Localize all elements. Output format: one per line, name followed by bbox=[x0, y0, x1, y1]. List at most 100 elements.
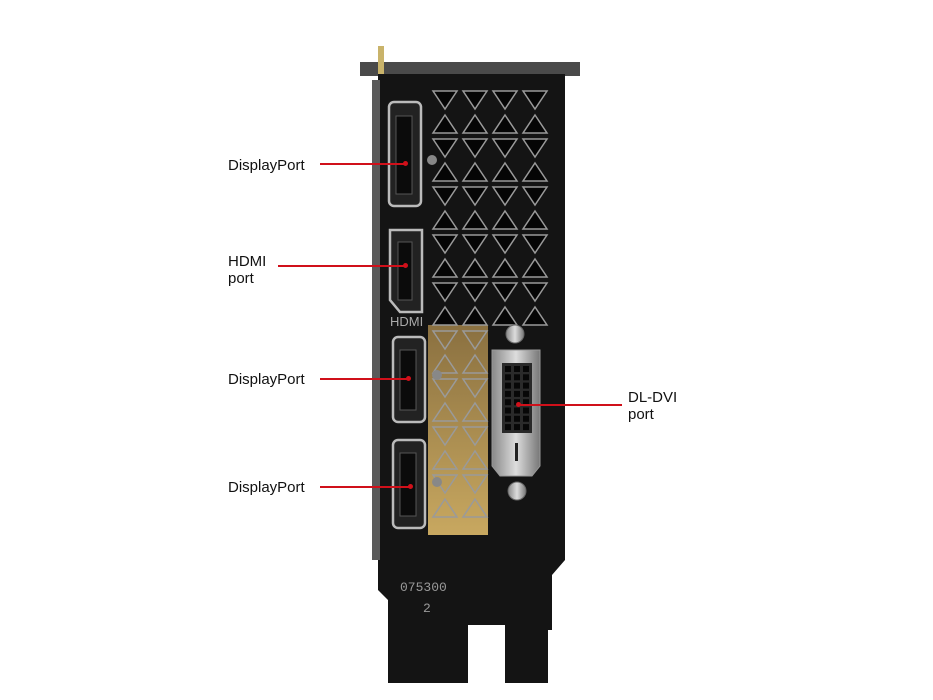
dvi-pin bbox=[523, 407, 529, 414]
vent-triangle bbox=[431, 282, 459, 303]
vent-triangle bbox=[461, 282, 489, 303]
vent-triangle bbox=[461, 449, 489, 470]
vent-triangle bbox=[431, 426, 459, 447]
label-dvi-line1: DL-DVI bbox=[628, 389, 678, 406]
vent-triangle bbox=[431, 378, 459, 399]
dvi-pin bbox=[514, 374, 520, 381]
callout-dot bbox=[516, 402, 521, 407]
vent-triangle bbox=[521, 305, 549, 326]
vent-triangle bbox=[431, 401, 459, 422]
label-dvi-line2: port bbox=[628, 406, 654, 423]
dvi-pin bbox=[514, 424, 520, 431]
dvi-pin bbox=[514, 382, 520, 389]
vent-triangle bbox=[431, 257, 459, 278]
vent-triangle bbox=[461, 330, 489, 351]
dvi-pin bbox=[523, 374, 529, 381]
vent-triangle bbox=[431, 497, 459, 518]
vent-triangle bbox=[491, 257, 519, 278]
vent-triangle bbox=[521, 234, 549, 255]
dvi-pin bbox=[505, 407, 511, 414]
label-displayport-1: DisplayPort bbox=[228, 157, 305, 174]
vent-triangle bbox=[431, 330, 459, 351]
vent-triangle bbox=[491, 234, 519, 255]
dvi-pin bbox=[514, 366, 520, 372]
vent-triangle bbox=[491, 282, 519, 303]
callout-line-hdmi bbox=[278, 265, 405, 267]
vent-triangle bbox=[491, 186, 519, 207]
hdmi-port-connector bbox=[388, 228, 424, 314]
vent-triangle bbox=[491, 138, 519, 159]
vent-triangle bbox=[461, 138, 489, 159]
callout-dot bbox=[406, 376, 411, 381]
vent-triangle bbox=[461, 497, 489, 518]
hdmi-print: HDMI bbox=[390, 314, 423, 329]
vent-triangle bbox=[491, 305, 519, 326]
vent-triangle bbox=[431, 305, 459, 326]
vent-triangle bbox=[461, 353, 489, 374]
vent-triangle bbox=[461, 186, 489, 207]
dl-dvi-connector bbox=[491, 324, 541, 501]
vent-triangle bbox=[521, 161, 549, 182]
callout-dot bbox=[403, 161, 408, 166]
dvi-pin bbox=[523, 424, 529, 431]
vent-triangle bbox=[431, 186, 459, 207]
dvi-pin bbox=[505, 415, 511, 422]
vent-triangle bbox=[431, 90, 459, 111]
dvi-pin bbox=[514, 415, 520, 422]
vent-triangle bbox=[491, 113, 519, 134]
vent-triangle bbox=[461, 305, 489, 326]
dvi-pin bbox=[505, 374, 511, 381]
vent-triangle bbox=[491, 90, 519, 111]
vent-triangle bbox=[521, 282, 549, 303]
vent-triangle bbox=[461, 378, 489, 399]
vent-triangle bbox=[521, 257, 549, 278]
bracket-flange bbox=[360, 62, 580, 76]
displayport-1 bbox=[387, 100, 423, 208]
vent-triangle bbox=[461, 113, 489, 134]
dvi-pin bbox=[505, 366, 511, 372]
dvi-pin bbox=[523, 382, 529, 389]
standoff-screw bbox=[378, 46, 384, 74]
vent-triangle bbox=[491, 161, 519, 182]
vent-triangle bbox=[521, 113, 549, 134]
vent-triangle bbox=[431, 449, 459, 470]
callout-line-displayport-1 bbox=[320, 163, 405, 165]
vent-triangle bbox=[521, 186, 549, 207]
vent-triangle bbox=[431, 161, 459, 182]
revision-mark: 2 bbox=[423, 601, 431, 616]
dvi-pin bbox=[523, 399, 529, 406]
vent-triangle bbox=[461, 209, 489, 230]
label-hdmi-line2: port bbox=[228, 270, 254, 287]
callout-dot bbox=[408, 484, 413, 489]
vent-triangle bbox=[431, 353, 459, 374]
vent-triangle bbox=[461, 474, 489, 495]
vent-triangle bbox=[431, 234, 459, 255]
callout-dot bbox=[403, 263, 408, 268]
dvi-pin bbox=[523, 366, 529, 372]
mounting-screws bbox=[427, 155, 442, 487]
vent-triangle bbox=[521, 209, 549, 230]
dvi-pin bbox=[505, 424, 511, 431]
vent-triangle bbox=[491, 209, 519, 230]
dvi-pin bbox=[514, 390, 520, 397]
dvi-pin bbox=[505, 382, 511, 389]
vent-triangle bbox=[461, 426, 489, 447]
label-displayport-2: DisplayPort bbox=[228, 371, 305, 388]
dvi-pin bbox=[514, 407, 520, 414]
vent-pattern bbox=[431, 90, 549, 518]
dvi-pin bbox=[523, 390, 529, 397]
dvi-pin bbox=[505, 390, 511, 397]
vent-triangle bbox=[461, 90, 489, 111]
vent-triangle bbox=[521, 90, 549, 111]
vent-triangle bbox=[431, 113, 459, 134]
callout-line-dvi bbox=[519, 404, 622, 406]
vent-triangle bbox=[461, 234, 489, 255]
callout-line-displayport-3 bbox=[320, 486, 410, 488]
callout-line-displayport-2 bbox=[320, 378, 408, 380]
dvi-pin bbox=[505, 399, 511, 406]
label-hdmi-line1: HDMI bbox=[228, 253, 267, 270]
vent-triangle bbox=[461, 161, 489, 182]
